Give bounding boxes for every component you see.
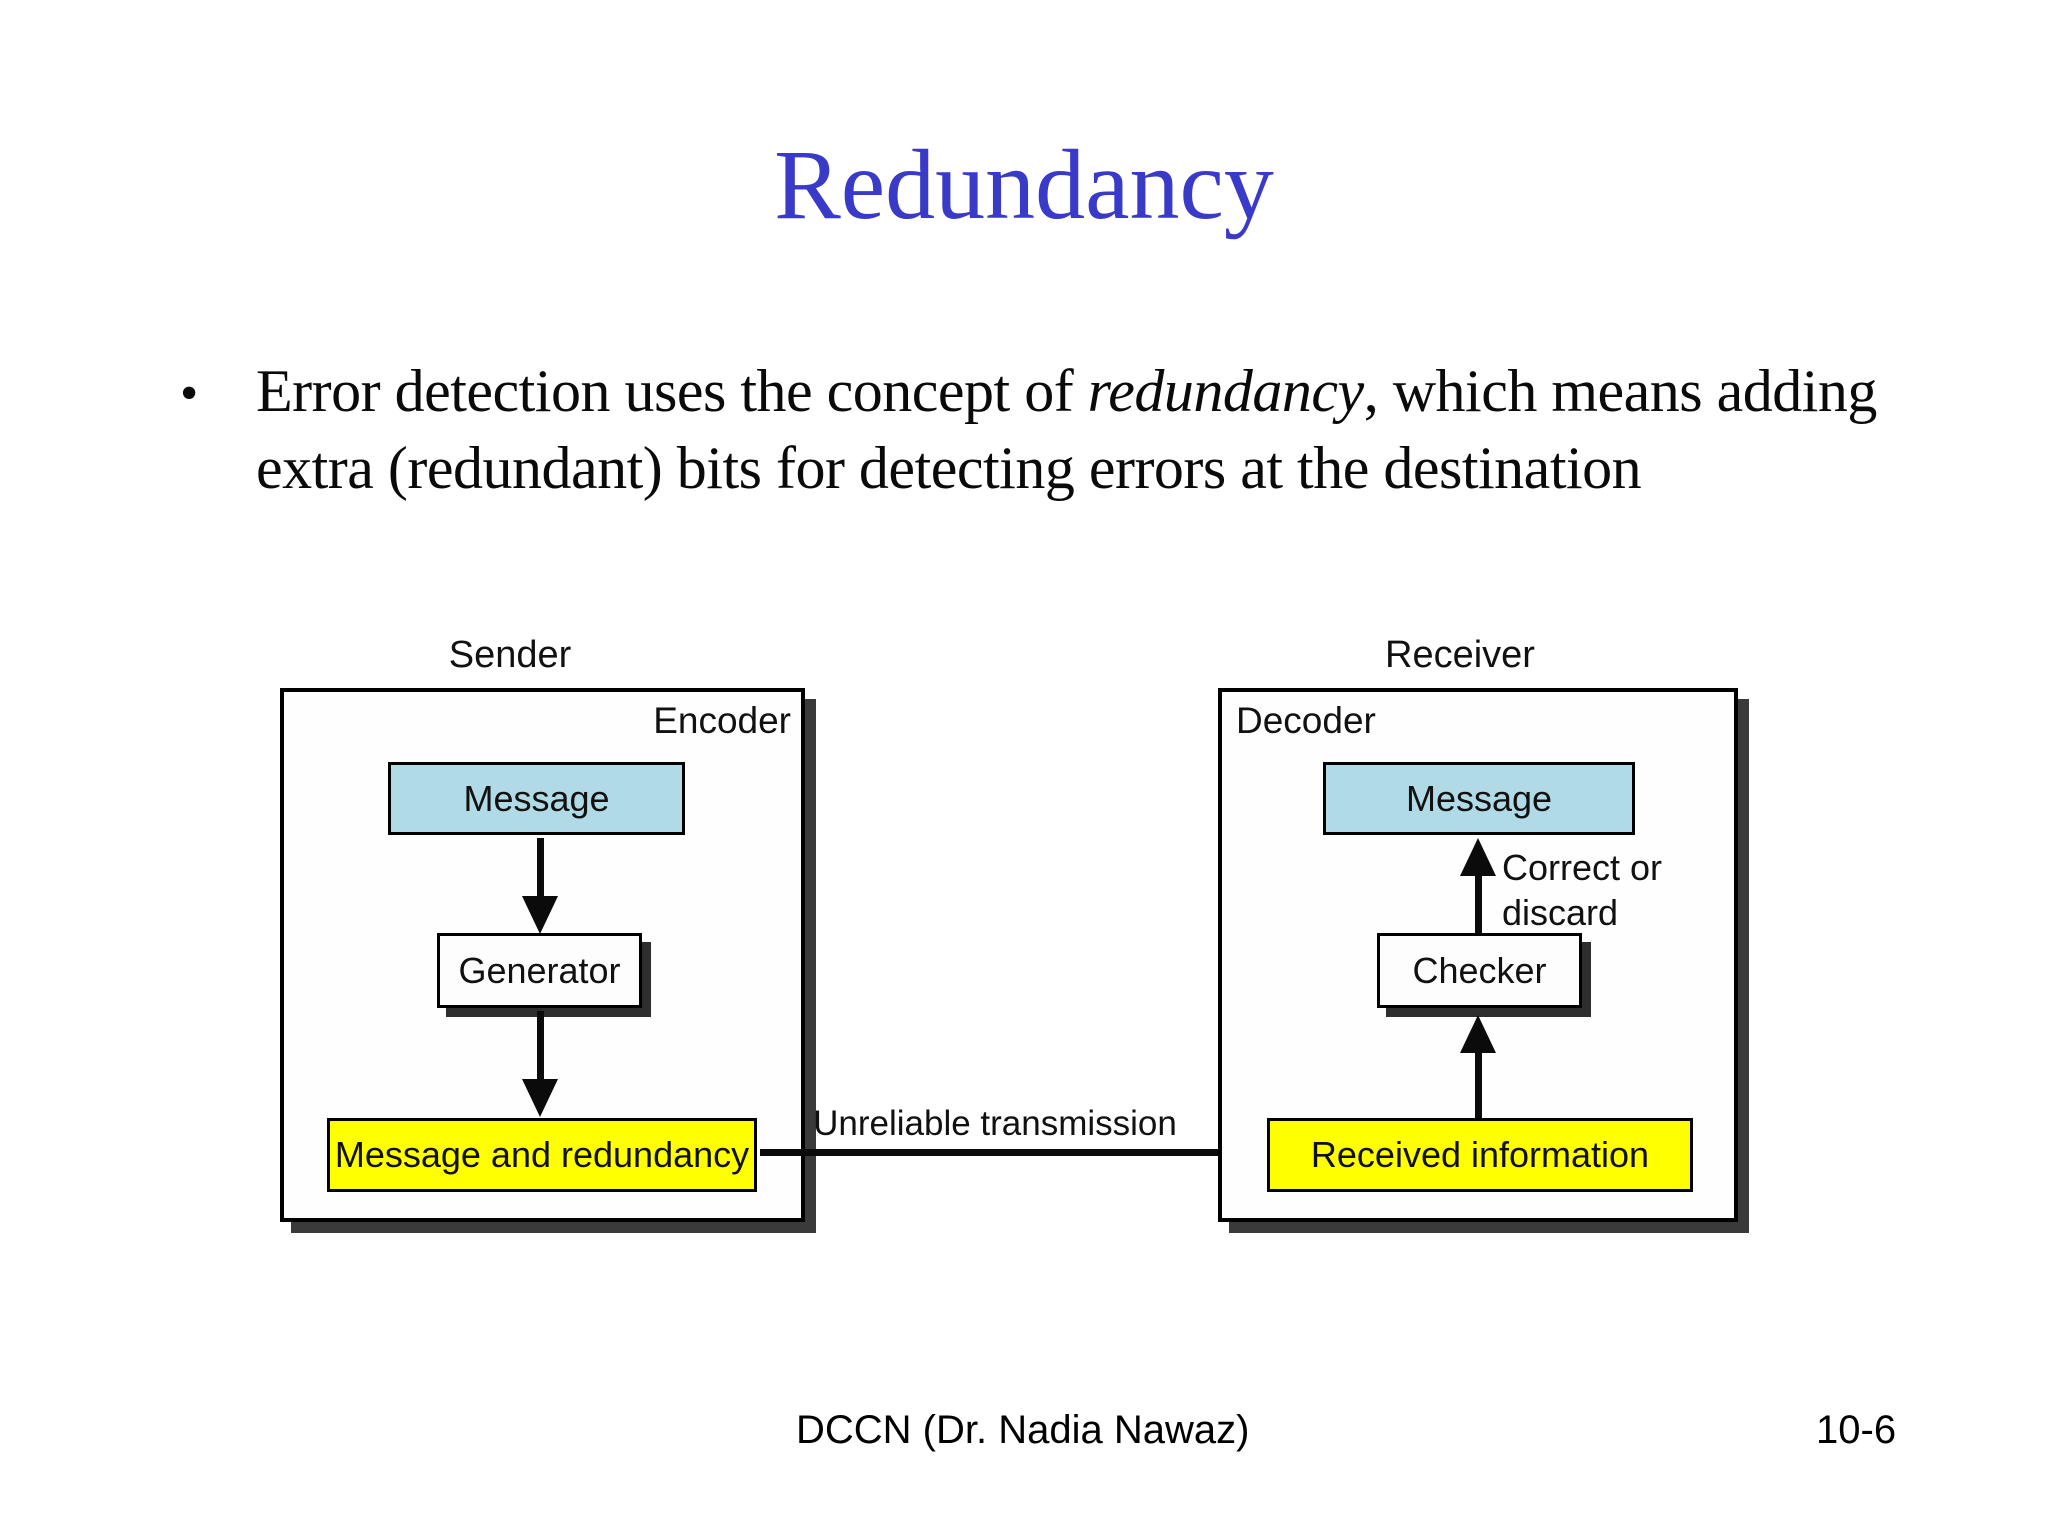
bullet-point: • Error detection uses the concept of re… [180,353,1900,507]
receiver-input-box: Received information [1267,1118,1693,1192]
footer-credit: DCCN (Dr. Nadia Nawaz) [796,1408,1250,1452]
bullet-text-pre: Error detection uses the concept of [256,358,1088,424]
receiver-message-box: Message [1323,762,1635,835]
encoder-label: Encoder [653,700,791,741]
footer-page-number: 10-6 [1816,1408,1897,1452]
checker-box: Checker [1377,933,1582,1008]
bullet-text-post: , which means adding extra (redundant) b… [256,358,1877,501]
correct-discard-label: Correct or discard [1502,845,1662,935]
bullet-text-italic: redundancy [1087,358,1365,424]
page-title: Redundancy [774,129,1274,240]
transmission-arrow [760,1149,1226,1156]
bullet-marker: • [180,365,199,422]
generator-box: Generator [437,933,642,1008]
arrow-up-head-2 [1460,1015,1496,1053]
sender-output-box: Message and redundancy [327,1118,757,1192]
arrow-up-head-1 [1460,838,1496,876]
bullet-text: Error detection uses the concept of redu… [256,353,1892,507]
arrow-message-to-generator [537,838,544,898]
correct-discard-line1: Correct or [1502,847,1663,888]
arrow-down-head-2 [522,1079,558,1117]
transmission-label: Unreliable transmission [813,1104,1177,1143]
decoder-label: Decoder [1236,700,1376,741]
sender-label: Sender [448,634,572,676]
sender-message-box: Message [388,762,685,835]
arrow-down-head-1 [522,896,558,934]
receiver-label: Receiver [1385,634,1535,676]
arrow-input-to-checker [1475,1051,1482,1120]
correct-discard-line2: discard [1502,892,1619,933]
arrow-generator-to-output [537,1011,544,1081]
arrow-checker-to-message [1475,874,1482,935]
